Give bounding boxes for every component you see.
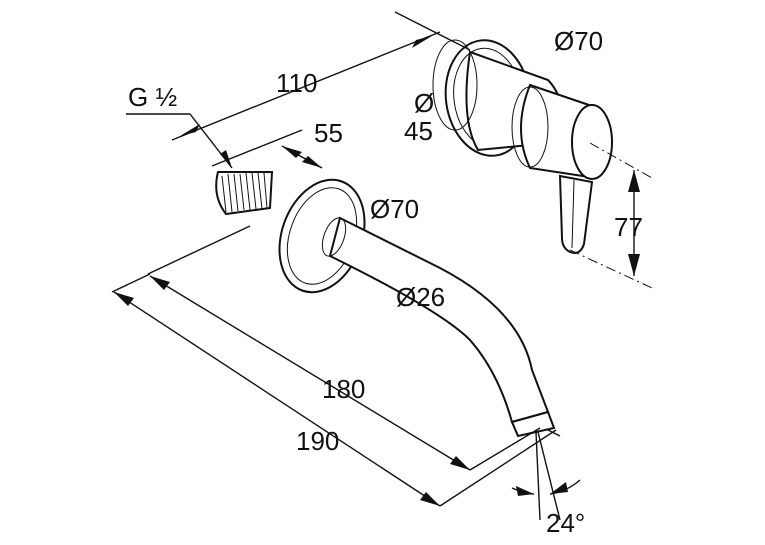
dia70-rosette-label: Ø70	[370, 194, 419, 224]
dim-dia45: Ø 45	[404, 88, 434, 146]
dim-dia70-rosette: Ø70	[370, 194, 419, 224]
dia45-symbol: Ø	[414, 88, 434, 118]
dim-55: 55	[211, 118, 343, 169]
dim-angle-24: 24°	[511, 429, 585, 538]
lever	[558, 174, 594, 254]
dim-thread: G ½	[126, 82, 233, 169]
dim-190-label: 190	[296, 426, 339, 456]
dim-110-label: 110	[276, 68, 317, 98]
dim-180-label: 180	[322, 374, 365, 404]
thread-hatching	[221, 172, 268, 213]
dim-dia70-top: Ø70	[554, 26, 603, 56]
dim-190: 190	[111, 273, 557, 507]
dim-77: 77	[569, 142, 653, 289]
thread-connector	[215, 171, 274, 216]
dia45-value: 45	[404, 116, 433, 146]
dim-180: 180	[147, 225, 471, 471]
control-unit	[432, 39, 613, 254]
dia26-label: Ø26	[396, 282, 445, 312]
dim-77-label: 77	[614, 212, 643, 242]
aerator	[510, 410, 556, 438]
dia70-top-label: Ø70	[554, 26, 603, 56]
dim-dia26: Ø26	[396, 282, 445, 312]
angle-24-label: 24°	[546, 508, 585, 538]
dim-55-label: 55	[314, 118, 343, 148]
dim-110: 110	[171, 11, 471, 141]
thread-label: G ½	[128, 82, 177, 112]
spout-assembly	[215, 171, 556, 438]
spout-pipe	[328, 216, 550, 424]
